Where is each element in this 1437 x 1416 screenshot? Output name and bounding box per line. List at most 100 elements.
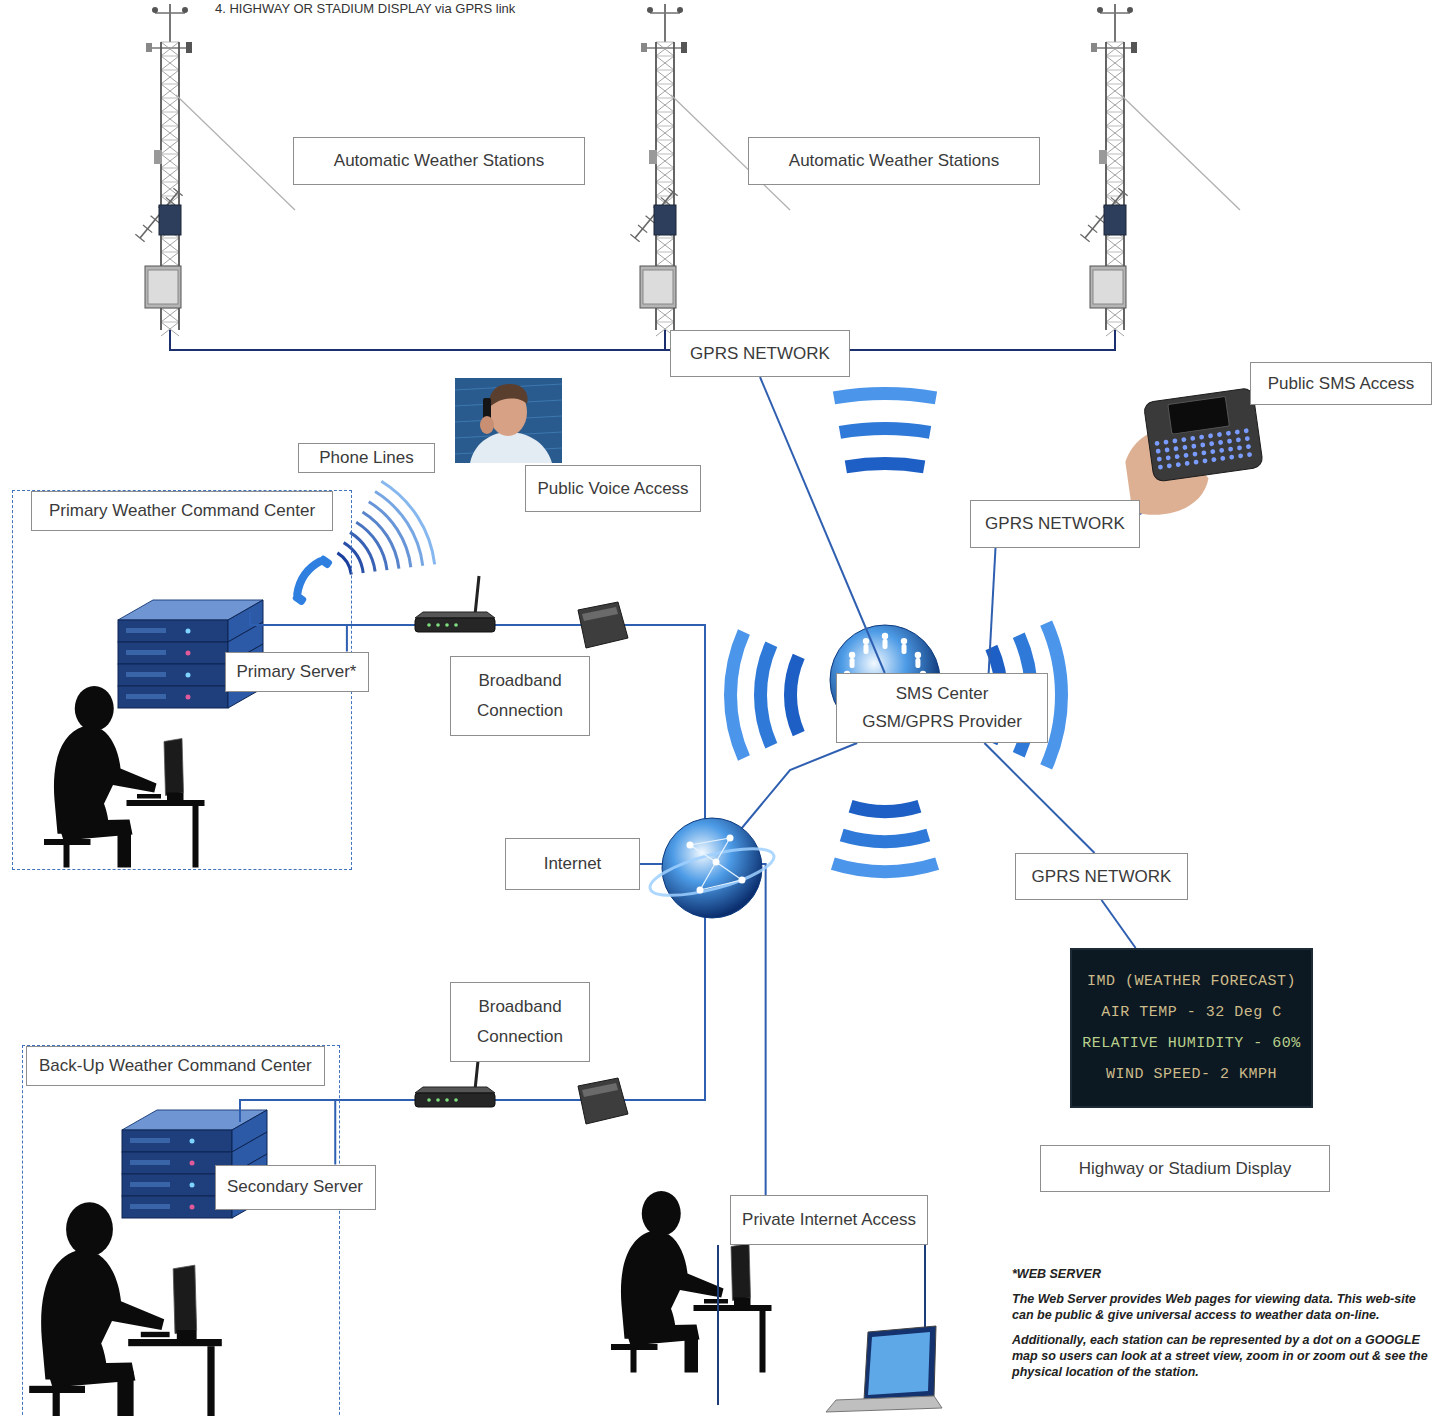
sms-globe xyxy=(863,638,869,644)
weather-tower xyxy=(1106,322,1124,323)
caller-photo xyxy=(480,416,494,434)
operator-silhouette xyxy=(66,1202,113,1256)
weather-tower xyxy=(1106,56,1124,57)
display-label: Highway or Stadium Display xyxy=(1040,1145,1330,1192)
weather-tower xyxy=(161,140,179,154)
server-stack xyxy=(186,673,191,678)
weather-tower xyxy=(161,42,179,56)
weather-tower xyxy=(1106,154,1124,155)
weather-tower xyxy=(159,205,181,235)
signal-waves xyxy=(831,857,939,878)
server-stack xyxy=(186,695,191,700)
mobile-phone xyxy=(1118,388,1268,519)
weather-tower xyxy=(1106,56,1124,70)
weather-tower xyxy=(1106,84,1124,85)
router xyxy=(427,623,431,627)
server-stack xyxy=(190,1205,195,1210)
node-text: GPRS NETWORK xyxy=(690,343,830,365)
sms-globe xyxy=(864,644,869,654)
phone-waves xyxy=(343,541,365,573)
weather-tower xyxy=(161,238,179,239)
operator-silhouette xyxy=(41,1251,164,1380)
weather-tower xyxy=(1106,98,1124,112)
operator-silhouette xyxy=(642,1191,681,1236)
weather-tower xyxy=(1106,98,1124,112)
router xyxy=(436,1098,440,1102)
mobile-phone xyxy=(1226,431,1231,436)
weather-tower xyxy=(656,252,674,266)
weather-tower xyxy=(1093,270,1123,304)
weather-tower xyxy=(1106,196,1124,197)
weather-tower xyxy=(656,126,674,140)
internet-globe xyxy=(700,862,716,890)
weather-tower xyxy=(166,197,175,205)
weather-tower xyxy=(1080,4,1240,336)
router xyxy=(445,623,449,627)
weather-tower xyxy=(1104,205,1126,235)
weather-tower xyxy=(1106,140,1124,141)
internet-globe xyxy=(697,887,704,894)
sms-globe xyxy=(915,658,920,668)
signal-waves xyxy=(784,654,805,736)
router xyxy=(427,1098,431,1102)
weather-tower xyxy=(161,126,179,140)
line-label: Phone Lines xyxy=(298,443,435,473)
mobile-phone xyxy=(1245,436,1250,441)
weather-tower xyxy=(656,112,674,126)
operator-silhouette xyxy=(734,1298,751,1306)
weather-tower xyxy=(169,4,171,42)
operator-silhouette xyxy=(117,1371,133,1416)
weather-tower xyxy=(1106,70,1124,84)
signal-waves xyxy=(724,629,750,760)
weather-tower xyxy=(161,56,179,57)
station-wire xyxy=(170,330,1115,350)
server-stack xyxy=(130,1204,170,1209)
router xyxy=(436,623,440,627)
weather-tower xyxy=(638,225,647,233)
weather-tower xyxy=(1106,252,1124,266)
mobile-phone xyxy=(1176,462,1181,467)
server-stack xyxy=(126,650,166,655)
weather-tower xyxy=(1091,43,1097,52)
weather-tower xyxy=(656,98,674,112)
weather-tower xyxy=(646,216,655,224)
signal-waves xyxy=(833,387,937,404)
weather-tower xyxy=(1088,225,1097,233)
weather-tower xyxy=(1106,308,1124,322)
caller-photo xyxy=(455,378,562,463)
operator-silhouette xyxy=(127,800,205,806)
weather-tower xyxy=(161,70,179,84)
access-label: Private Internet Access xyxy=(730,1195,928,1245)
weather-tower xyxy=(1106,126,1124,140)
mobile-phone xyxy=(1202,458,1207,463)
mobile-phone xyxy=(1192,451,1197,456)
weather-tower xyxy=(161,42,179,56)
weather-tower xyxy=(656,70,674,84)
weather-tower xyxy=(656,98,674,99)
weather-tower xyxy=(1106,140,1124,154)
weather-tower xyxy=(182,7,188,13)
led-display: IMD (WEATHER FORECAST)AIR TEMP - 32 Deg … xyxy=(1070,948,1313,1108)
server-stack xyxy=(118,664,228,686)
node-text: Automatic Weather Stations xyxy=(334,150,544,172)
weather-tower xyxy=(161,182,179,183)
operator-silhouette xyxy=(207,1346,214,1416)
operator-silhouette xyxy=(44,839,91,845)
weather-tower xyxy=(656,70,674,71)
weather-tower xyxy=(656,168,674,182)
display-line: AIR TEMP - 32 Deg C xyxy=(1101,997,1282,1028)
weather-tower xyxy=(155,12,185,14)
mobile-phone xyxy=(1208,433,1213,438)
network-label: GPRS NETWORK xyxy=(970,500,1140,548)
weather-tower xyxy=(1106,112,1124,113)
mobile-phone xyxy=(1191,444,1196,449)
mobile-phone xyxy=(1201,450,1206,455)
router xyxy=(415,612,495,618)
node-text: Secondary Server xyxy=(227,1176,363,1198)
display-line: IMD (WEATHER FORECAST) xyxy=(1087,966,1296,997)
signal-waves xyxy=(849,800,922,818)
weather-tower xyxy=(656,84,674,85)
node-text: Private Internet Access xyxy=(742,1209,916,1231)
weather-tower xyxy=(1106,126,1124,127)
sms-globe xyxy=(915,652,921,658)
